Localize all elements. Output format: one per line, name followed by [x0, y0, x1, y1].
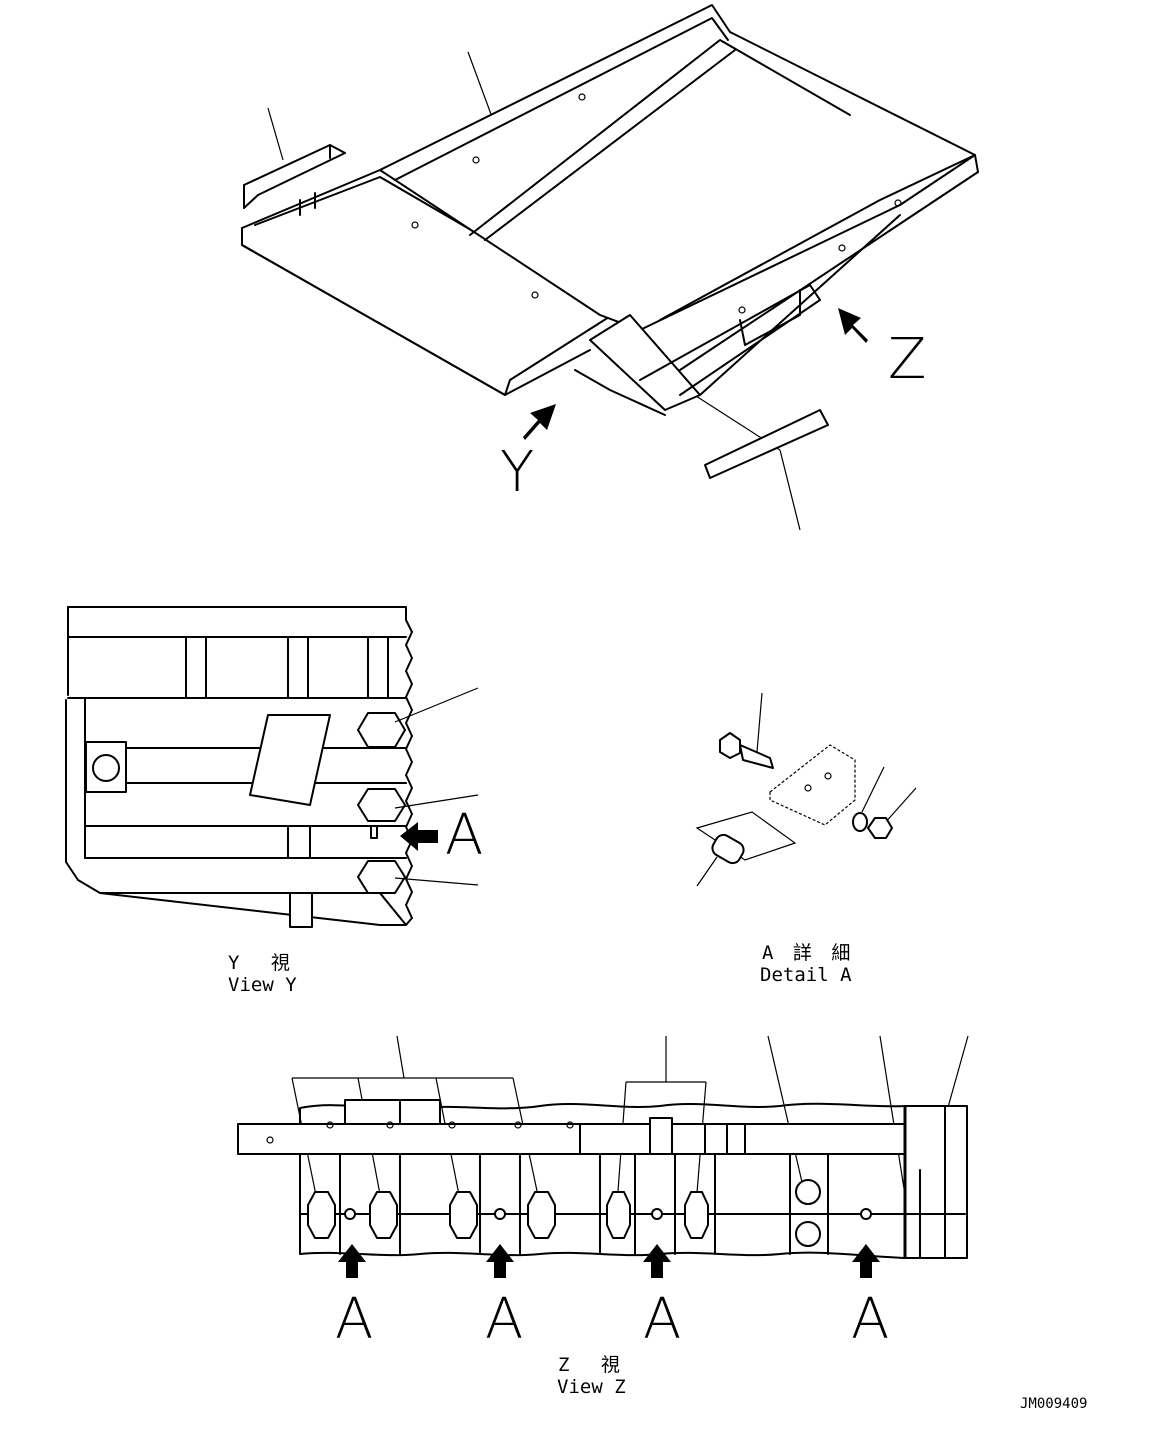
y-nut-2	[357, 788, 406, 822]
loose-plate	[704, 409, 829, 479]
label-a-view-y: A	[445, 803, 484, 868]
view-y-caption-en: View Y	[228, 974, 297, 996]
detail-a-caption-en: Detail A	[760, 964, 852, 986]
spacer-icon	[711, 833, 745, 865]
view-y-drawing	[65, 606, 479, 928]
detail-a-drawing	[695, 692, 917, 887]
z-arrow-a-3-icon	[643, 1244, 671, 1278]
view-y-caption-jp: Y 視	[228, 952, 300, 974]
nut-icon	[867, 817, 893, 839]
view-z-caption-jp: Z 視	[558, 1354, 630, 1376]
arrow-z-icon	[838, 308, 868, 343]
detail-a-caption-jp: A 詳 細	[762, 942, 855, 964]
leader-line-top	[467, 51, 496, 126]
z-view-tube	[237, 1123, 909, 1155]
leader-bolt	[756, 692, 763, 753]
arrow-a-icon	[400, 822, 438, 851]
washer-icon	[852, 812, 868, 832]
leader-line-bottom	[779, 449, 801, 531]
leader-line-cover	[267, 107, 284, 161]
brace	[589, 314, 701, 411]
z-label-a-1: A	[335, 1287, 374, 1352]
y-view-plate	[249, 714, 331, 806]
y-nut-1	[357, 712, 406, 748]
isometric-assembly	[241, 4, 979, 531]
z-label-a-4: A	[851, 1287, 890, 1352]
z-arrow-a-2-icon	[486, 1244, 514, 1278]
z-arrow-a-1-icon	[338, 1244, 366, 1278]
z-label-a-2: A	[485, 1287, 524, 1352]
label-y: Y	[500, 440, 535, 505]
view-z-drawing	[237, 1035, 969, 1278]
z-arrow-a-4-icon	[852, 1244, 880, 1278]
drawing-number: JM009409	[1020, 1396, 1088, 1412]
label-z: Z	[888, 327, 927, 392]
view-z-caption-en: View Z	[557, 1376, 626, 1398]
sloping-sheet	[379, 4, 976, 331]
y-nut-3	[357, 860, 406, 894]
bolt-icon	[719, 732, 741, 759]
z-label-a-3: A	[643, 1287, 682, 1352]
arrow-y-icon	[523, 404, 556, 440]
